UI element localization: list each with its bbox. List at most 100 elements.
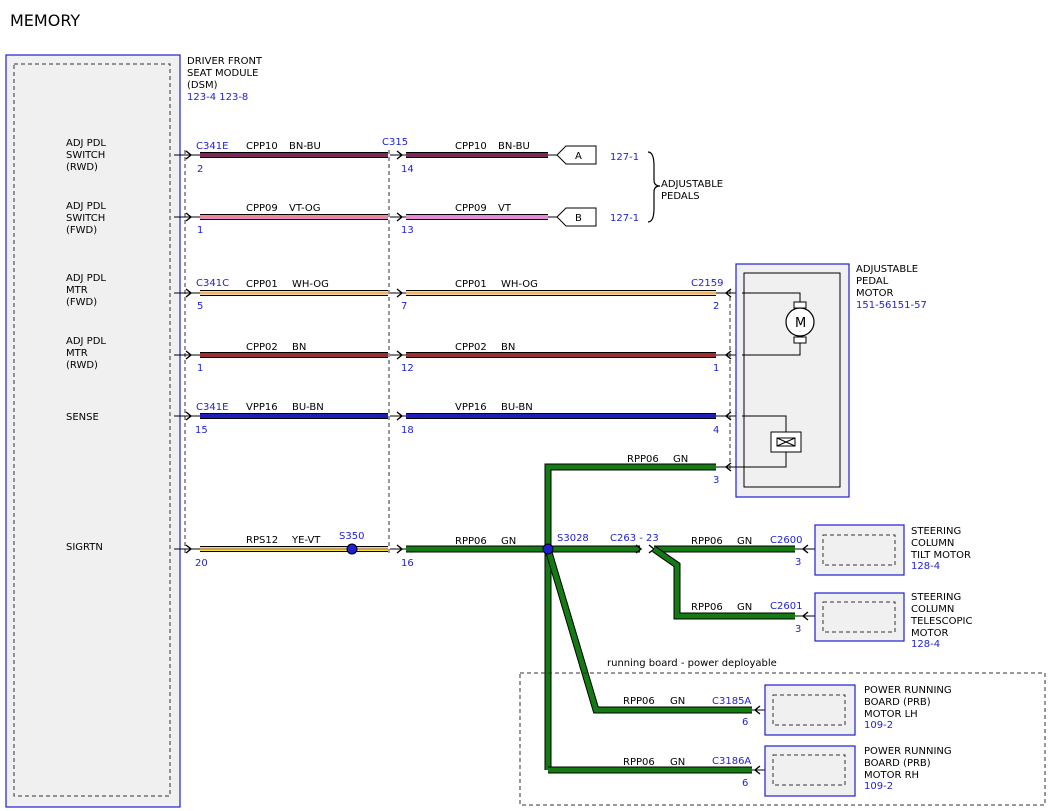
wire-cpp10-circuit-2: CPP10: [455, 141, 487, 152]
dsm-pin-label-adj-pdl-switch-fwd: ADJ PDL SWITCH (FWD): [66, 201, 109, 236]
pin-6-lh: 6: [742, 717, 748, 728]
dsm-inner-dashed: [13, 63, 171, 797]
wire-rpp06-circuit: RPP06: [455, 536, 487, 547]
prb-lh-inner: [772, 694, 846, 726]
offpage-a-letter: A: [575, 151, 582, 162]
dsm-name: DRIVER FRONT SEAT MODULE (DSM): [187, 56, 265, 91]
dsm-pin-label-adj-pdl-mtr-fwd: ADJ PDL MTR (FWD): [66, 273, 109, 308]
offpage-a-ref[interactable]: 127-1: [610, 152, 639, 163]
wire-vpp16-circuit-2: VPP16: [455, 402, 487, 413]
wire-cpp09-circuit-2: CPP09: [455, 203, 487, 214]
motor-lead-top: [742, 292, 801, 302]
wire-cpp02: [174, 350, 742, 360]
tilt-motor-circuit: RPP06: [691, 536, 723, 547]
offpage-b-ref[interactable]: 127-1: [610, 213, 639, 224]
adjustable-pedals-brace: [647, 151, 661, 223]
prb-rh-inner: [772, 754, 846, 786]
pin-16: 16: [401, 558, 414, 569]
wire-cpp02-circuit-2: CPP02: [455, 342, 487, 353]
page-title: MEMORY: [10, 11, 80, 30]
prb-rh-circuit: RPP06: [623, 757, 655, 768]
pedal-motor-rpp-circuit: RPP06: [627, 454, 659, 465]
telescopic-motor-name: STEERING COLUMN TELESCOPIC MOTOR: [910, 592, 976, 639]
wire-vpp16-circuit: VPP16: [246, 402, 278, 413]
wire-cpp01-circuit: CPP01: [246, 279, 278, 290]
offpage-b-letter: B: [575, 213, 582, 224]
wire-cpp10-circuit: CPP10: [246, 141, 278, 152]
offpage-connector-b: [556, 207, 597, 227]
pin-5: 5: [197, 301, 203, 312]
connector-c2600-label: C2600: [770, 535, 802, 546]
splice-s3028-icon: [542, 543, 554, 555]
wire-cpp10-color-2: BN-BU: [498, 141, 530, 152]
wire-cpp01-color: WH-OG: [292, 279, 329, 290]
pin-13: 13: [401, 225, 414, 236]
pin-7: 7: [401, 301, 407, 312]
connector-c3186a-label: C3186A: [712, 756, 751, 767]
wire-cpp02-color-2: BN: [501, 342, 515, 353]
prb-rh-ref[interactable]: 109-2: [864, 781, 893, 792]
pin-3-pedal: 3: [713, 475, 719, 486]
tilt-motor-ref[interactable]: 128-4: [911, 561, 940, 572]
telescopic-motor-color: GN: [737, 602, 752, 613]
pedal-motor-refs[interactable]: 151-56151-57: [856, 300, 927, 311]
pin-20: 20: [195, 558, 208, 569]
pedal-motor-name: ADJUSTABLE PEDAL MOTOR: [856, 264, 921, 299]
connector-c263-label: C263 - 23: [610, 533, 659, 544]
wire-rpp06-color: GN: [501, 536, 516, 547]
wire-cpp01-circuit-2: CPP01: [455, 279, 487, 290]
wire-gn-network: [406, 462, 820, 775]
connector-c2601-label: C2601: [770, 601, 802, 612]
running-board-group-label: running board - power deployable: [607, 658, 777, 669]
connector-c315-label: C315: [382, 137, 408, 148]
prb-lh-color: GN: [670, 696, 685, 707]
wire-rps12-color: YE-VT: [291, 535, 321, 546]
tilt-motor-inner: [822, 534, 896, 566]
dsm-pin-label-adj-pdl-mtr-rwd: ADJ PDL MTR (RWD): [66, 336, 109, 371]
dsm-refs: 123-4 123-8: [187, 92, 248, 103]
pin-1-right: 1: [713, 363, 719, 374]
wire-cpp01: [174, 288, 742, 298]
dsm-pin-label-sense: SENSE: [66, 412, 99, 423]
splice-s350-icon: [346, 543, 358, 555]
pin-2: 2: [197, 164, 203, 175]
prb-rh-color: GN: [670, 757, 685, 768]
motor-symbol-icon: [785, 307, 815, 337]
telescopic-motor-ref[interactable]: 128-4: [911, 639, 940, 650]
pin-12: 12: [401, 363, 414, 374]
connector-c341c-label: C341C: [196, 278, 229, 289]
pin-3-tilt: 3: [795, 557, 801, 568]
wire-cpp09-circuit: CPP09: [246, 203, 278, 214]
pin-1-b: 1: [197, 363, 203, 374]
wire-cpp10: [174, 145, 597, 165]
motor-symbol-letter: M: [795, 316, 806, 331]
wire-rps12-circuit: RPS12: [246, 535, 278, 546]
pedal-motor-rpp-color: GN: [673, 454, 688, 465]
adjustable-pedals-label: ADJUSTABLE PEDALS: [661, 179, 726, 202]
pin-4-right: 4: [713, 425, 719, 436]
prb-lh-circuit: RPP06: [623, 696, 655, 707]
pin-6-rh: 6: [742, 778, 748, 789]
tilt-motor-name: STEERING COLUMN TILT MOTOR: [910, 526, 971, 561]
prb-lh-name: POWER RUNNING BOARD (PRB) MOTOR LH: [864, 685, 955, 720]
telescopic-motor-circuit: RPP06: [691, 602, 723, 613]
pin-3-telescopic: 3: [795, 624, 801, 635]
tilt-motor-color: GN: [737, 536, 752, 547]
telescopic-motor-inner: [822, 601, 896, 633]
motor-lead-bottom: [742, 343, 801, 356]
connector-c341e-label: C341E: [196, 141, 228, 152]
wire-cpp09: [174, 207, 597, 227]
running-board-group-box: [519, 672, 1046, 806]
dsm-pin-label-adj-pdl-switch-rwd: ADJ PDL SWITCH (RWD): [66, 138, 109, 173]
pin-1-a: 1: [197, 225, 203, 236]
prb-lh-ref[interactable]: 109-2: [864, 720, 893, 731]
wire-cpp09-color-2: VT: [498, 203, 512, 214]
wire-cpp10-color: BN-BU: [289, 141, 321, 152]
splice-s3028-label: S3028: [557, 533, 589, 544]
pin-15: 15: [195, 425, 208, 436]
pin-18: 18: [401, 425, 414, 436]
wire-cpp02-color: BN: [292, 342, 306, 353]
prb-rh-name: POWER RUNNING BOARD (PRB) MOTOR RH: [864, 746, 955, 781]
connector-c341e-b-label: C341E: [196, 402, 228, 413]
